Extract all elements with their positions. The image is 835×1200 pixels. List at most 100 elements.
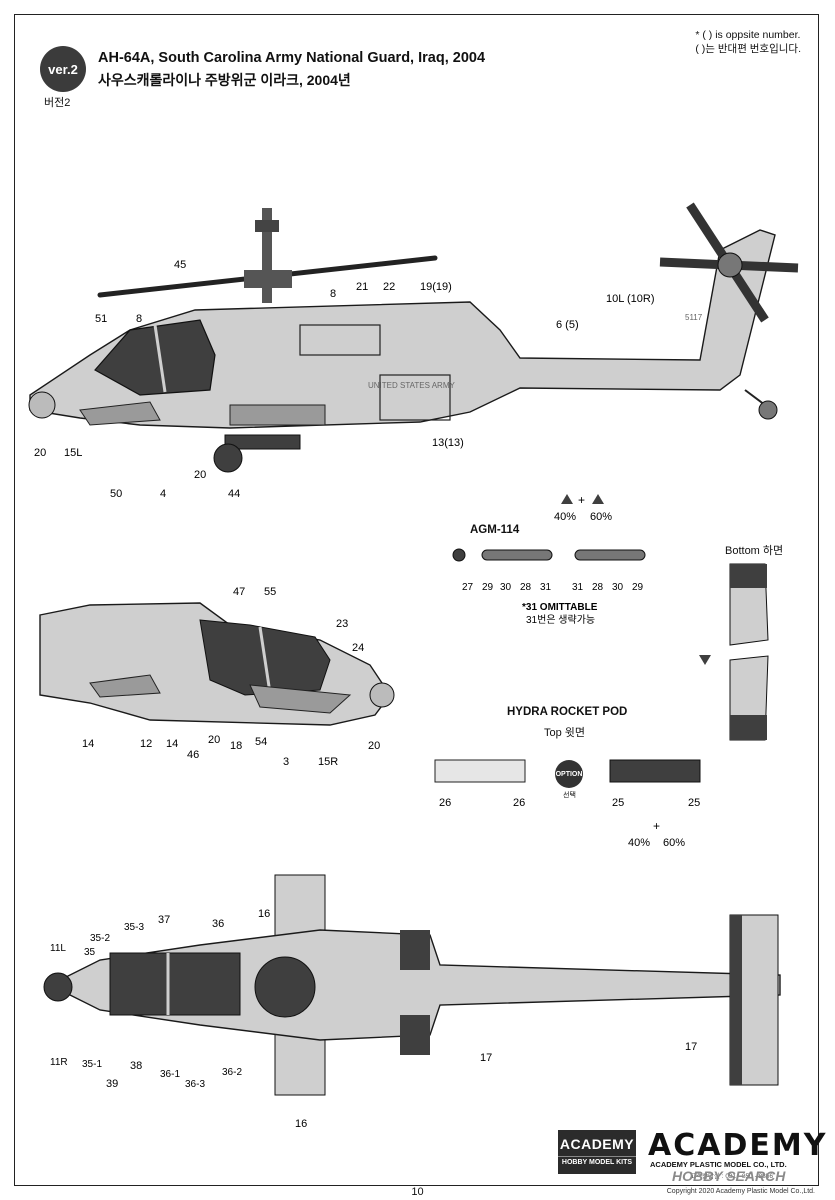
side-view-drawing: UNITED STATES ARMY 5117 45 8 21 22 19(19… — [28, 202, 799, 500]
note-line-en: * ( ) is oppsite number. — [695, 29, 801, 41]
svg-text:38: 38 — [130, 1060, 142, 1072]
version-badge-ko: 버전2 — [44, 97, 71, 109]
note-line-ko: ( )는 반대편 번호입니다. — [695, 43, 801, 55]
callout: 44 — [228, 488, 240, 500]
top-view-drawing: 16 37 36 35-3 35-2 35 11L 11R 35-1 39 38… — [43, 874, 781, 1130]
color-marker-1-icon — [561, 494, 573, 504]
svg-text:20: 20 — [368, 740, 380, 752]
academy-brand: ACADEMY — [648, 1128, 828, 1163]
mast-sensor — [255, 220, 279, 232]
callout: 22 — [383, 281, 395, 293]
svg-text:31번은 생략가능: 31번은 생략가능 — [526, 614, 595, 626]
svg-text:*31 OMITTABLE: *31 OMITTABLE — [522, 602, 598, 613]
svg-text:29: 29 — [482, 582, 494, 593]
academy-brand-sub: ACADEMY PLASTIC MODEL CO., LTD. — [650, 1160, 787, 1169]
svg-text:35-3: 35-3 — [124, 922, 144, 933]
callout: 21 — [356, 281, 368, 293]
svg-text:25: 25 — [612, 797, 624, 809]
svg-text:11R: 11R — [50, 1057, 68, 1068]
svg-text:60%: 60% — [663, 837, 685, 849]
page-title-ko: 사우스캐롤라이나 주방위군 이라크, 2004년 — [98, 72, 351, 88]
fuselage-side — [29, 229, 776, 429]
logo-box-title: ACADEMY — [559, 1136, 635, 1152]
svg-text:11L: 11L — [50, 943, 66, 954]
hydra-subtitle: Top 윗면 — [544, 727, 586, 739]
marking-usarmy: UNITED STATES ARMY — [368, 381, 455, 390]
svg-text:36-2: 36-2 — [222, 1067, 242, 1078]
svg-text:16: 16 — [295, 1118, 307, 1130]
logo-box-sub: HOBBY MODEL KITS — [558, 1156, 636, 1166]
bottom-label: Bottom 하면 — [725, 545, 784, 557]
callout: 20 — [194, 469, 206, 481]
svg-text:35: 35 — [84, 947, 96, 958]
svg-text:15R: 15R — [318, 756, 338, 768]
svg-text:47: 47 — [233, 586, 245, 598]
svg-text:31: 31 — [540, 582, 552, 593]
page-border — [14, 14, 819, 1186]
svg-text:14: 14 — [82, 738, 94, 750]
hydra-title: HYDRA ROCKET POD — [507, 706, 628, 718]
svg-text:30: 30 — [500, 582, 512, 593]
watermark: HOBBY SEARCH — [672, 1168, 786, 1184]
svg-text:46: 46 — [187, 749, 199, 761]
svg-text:28: 28 — [592, 582, 604, 593]
svg-text:27: 27 — [462, 582, 474, 593]
svg-text:40%: 40% — [628, 837, 650, 849]
callout: 15L — [64, 447, 82, 459]
callout: 45 — [174, 259, 186, 271]
callout: 13(13) — [432, 437, 464, 449]
callout: 50 — [110, 488, 122, 500]
svg-text:30: 30 — [612, 582, 624, 593]
svg-text:29: 29 — [632, 582, 644, 593]
svg-text:36-3: 36-3 — [185, 1079, 205, 1090]
academy-logo-box: ACADEMY HOBBY MODEL KITS — [558, 1130, 636, 1174]
page-number: 10 — [411, 1186, 424, 1198]
svg-text:18: 18 — [230, 740, 242, 752]
callout: 6 (5) — [556, 319, 579, 331]
svg-text:60%: 60% — [590, 511, 612, 523]
color-marker-2-icon — [592, 494, 604, 504]
svg-text:36: 36 — [212, 918, 224, 930]
svg-text:16: 16 — [258, 908, 270, 920]
marking-tail-number: 5117 — [685, 313, 703, 322]
left-view-drawing: 47 55 23 24 20 14 12 14 20 18 54 46 3 15… — [39, 586, 395, 768]
callout: 8 — [136, 313, 142, 325]
svg-text:20: 20 — [208, 734, 220, 746]
svg-text:12: 12 — [140, 738, 152, 750]
rotor-mast — [262, 208, 272, 303]
callout: 4 — [160, 488, 166, 500]
svg-text:17: 17 — [480, 1052, 492, 1064]
svg-text:14: 14 — [166, 738, 178, 750]
svg-text:36-1: 36-1 — [160, 1069, 180, 1080]
rotor-hub — [244, 270, 292, 288]
svg-text:31: 31 — [572, 582, 584, 593]
svg-text:26: 26 — [439, 797, 451, 809]
svg-text:35-2: 35-2 — [90, 933, 110, 944]
svg-text:+: + — [653, 819, 660, 833]
svg-text:23: 23 — [336, 618, 348, 630]
svg-text:40%: 40% — [554, 511, 576, 523]
opposite-number-note: * ( ) is oppsite number. ( )는 반대편 번호입니다. — [695, 28, 801, 56]
academy-brand-tel: 고객상담실 : 031 - 850 - 8856 — [690, 1173, 774, 1180]
agm114-label: AGM-114 — [470, 524, 520, 536]
svg-text:25: 25 — [688, 797, 700, 809]
svg-text:26: 26 — [513, 797, 525, 809]
svg-text:54: 54 — [255, 736, 267, 748]
option-badge: OPTION — [555, 760, 583, 788]
svg-text:37: 37 — [158, 914, 170, 926]
callout: 20 — [34, 447, 46, 459]
svg-text:17: 17 — [685, 1041, 697, 1053]
svg-text:35-1: 35-1 — [82, 1059, 102, 1070]
svg-text:24: 24 — [352, 642, 364, 654]
copyright: Copyright 2020 Academy Plastic Model Co.… — [666, 1188, 815, 1195]
svg-text:55: 55 — [264, 586, 276, 598]
callout: 10L (10R) — [606, 293, 655, 305]
callout: 19(19) — [420, 281, 452, 293]
svg-text:39: 39 — [106, 1078, 118, 1090]
version-badge: ver.2 — [40, 46, 86, 92]
callout: 8 — [330, 288, 336, 300]
callout: 51 — [95, 313, 107, 325]
option-badge-ko: 선택 — [563, 792, 576, 799]
agm114-drawing: + 40% 60% 32 27 29 30 28 31 31 28 30 29 … — [452, 493, 646, 626]
svg-text:3: 3 — [283, 756, 289, 768]
